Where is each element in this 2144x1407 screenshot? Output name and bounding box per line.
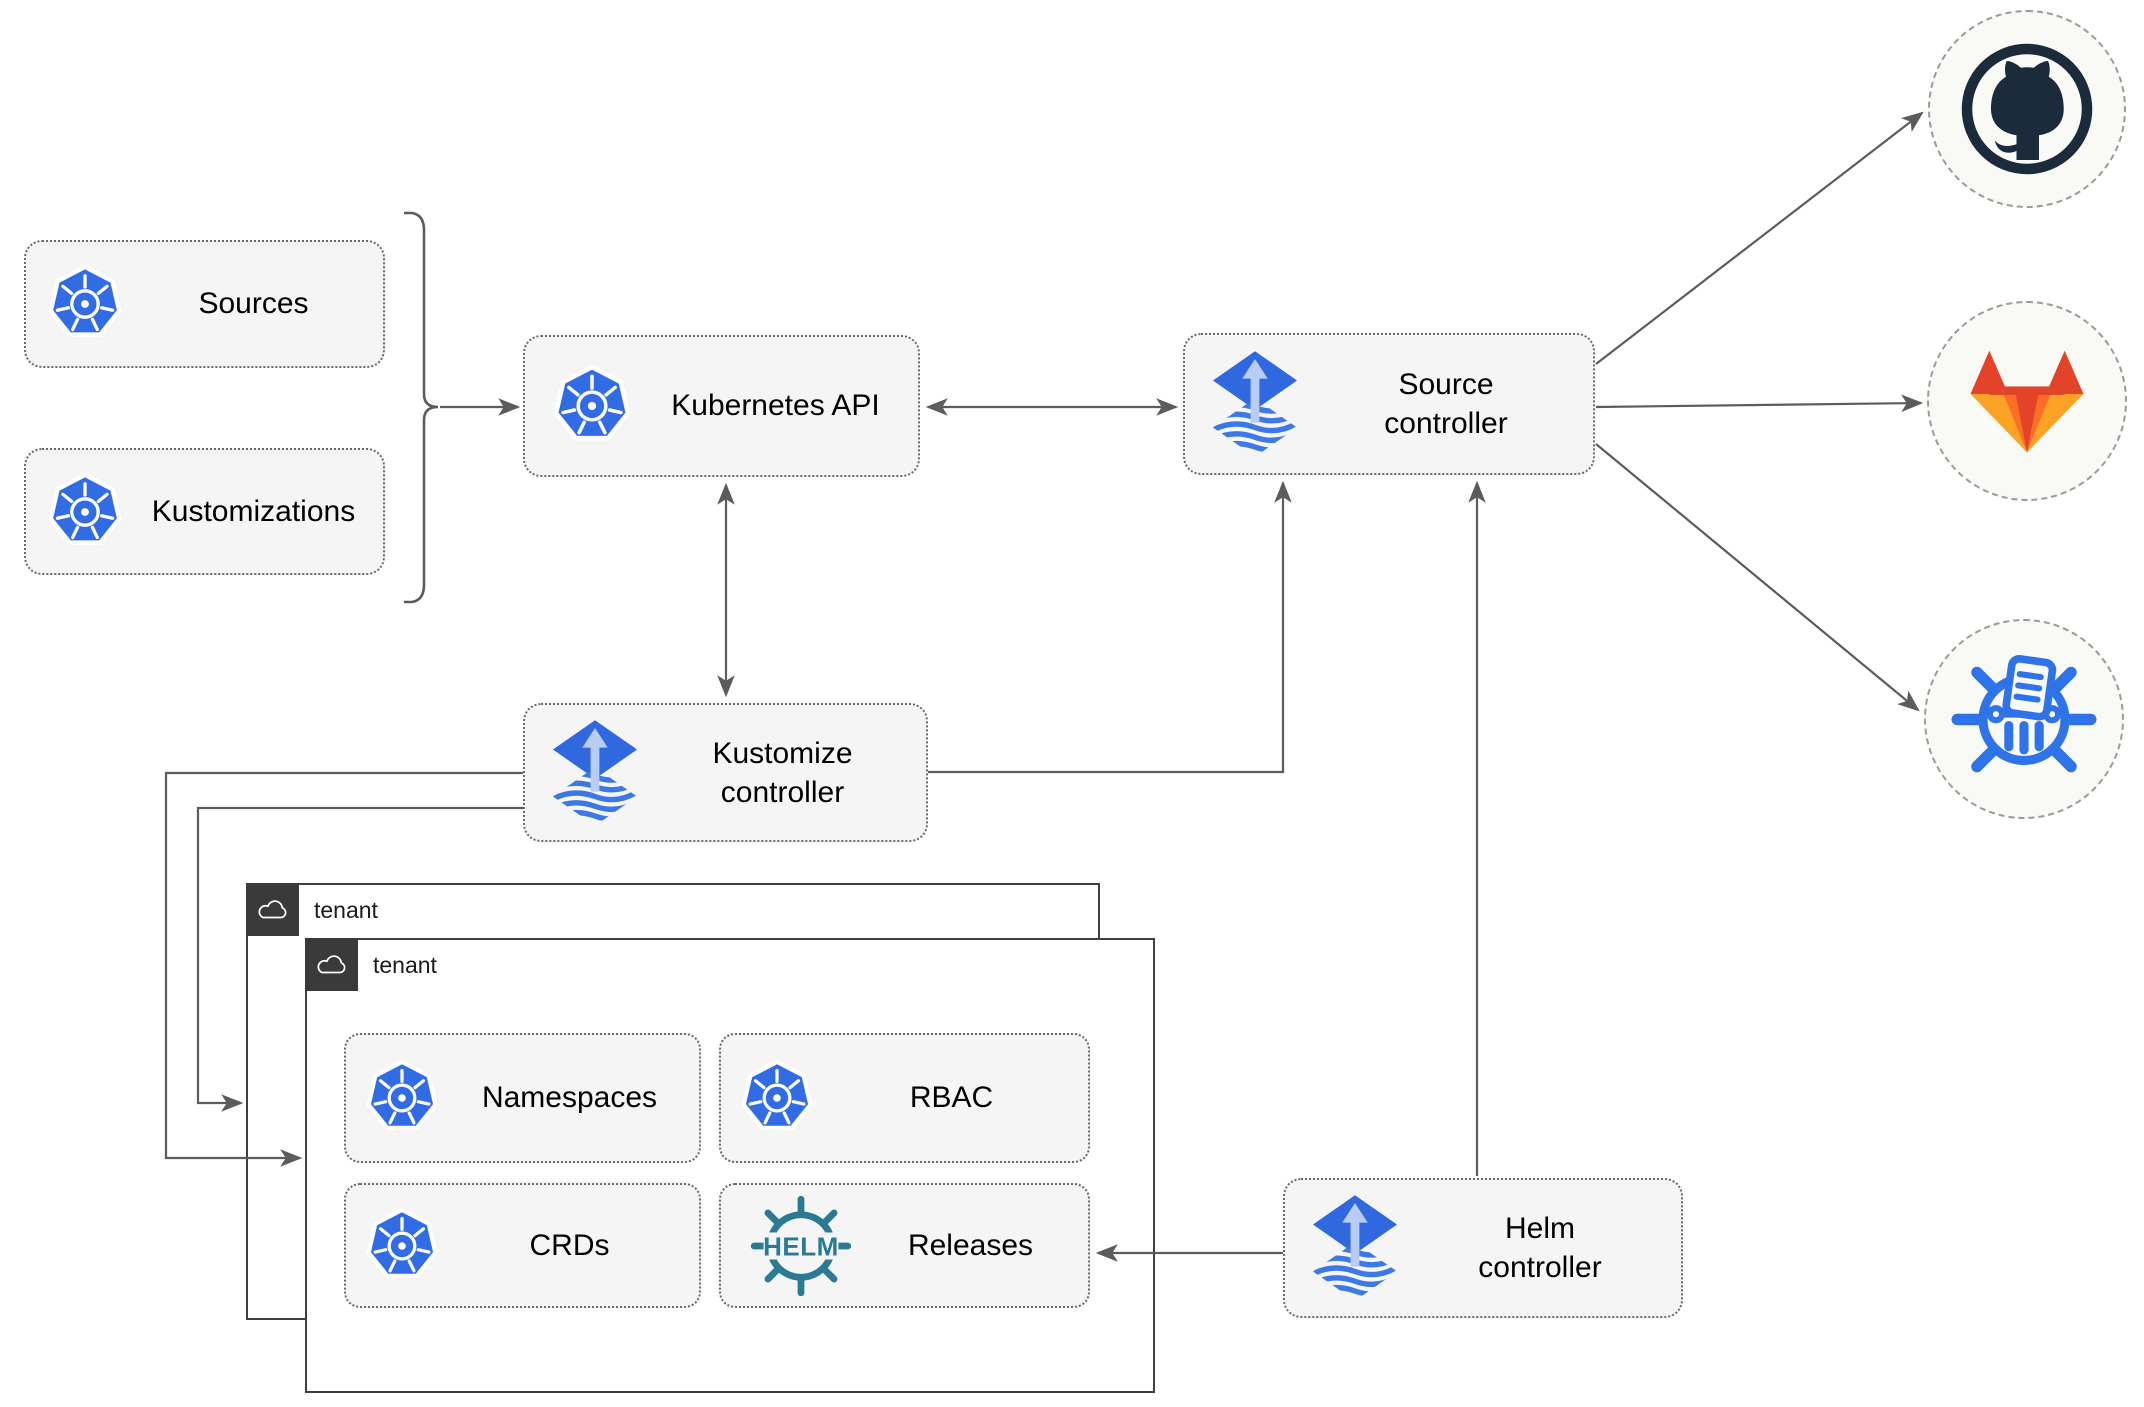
edge-source-to-helm-repo: [1595, 443, 1920, 712]
helm-icon: HELM: [750, 1195, 852, 1296]
flux-icon: [551, 718, 639, 828]
node-label: Source controller: [1384, 368, 1508, 440]
node-label: Releases: [907, 1228, 1034, 1262]
brace: [404, 211, 439, 604]
github-icon: [1952, 34, 2102, 184]
flux-icon: [1211, 349, 1299, 459]
tenant-header: [304, 937, 358, 991]
sources-node: Sources: [24, 240, 385, 368]
flux-icon: [1311, 1193, 1399, 1303]
edge-source-to-gitlab: [1595, 394, 1924, 413]
helm-repository-circle: [1924, 619, 2124, 819]
cloud-icon: [255, 897, 289, 922]
kubernetes-icon: [739, 1059, 815, 1137]
edge-source-to-github: [1595, 111, 1924, 365]
tenant-label: tenant: [314, 896, 378, 923]
github-repository-circle: [1928, 10, 2126, 208]
tenant-label: tenant: [373, 951, 437, 978]
node-label: Helm controller: [1478, 1212, 1602, 1284]
kubernetes-icon: [364, 1059, 440, 1137]
node-label: CRDs: [529, 1228, 610, 1262]
kubernetes-icon: [46, 264, 124, 344]
kubernetes-icon: [551, 364, 633, 448]
node-label: Namespaces: [481, 1081, 658, 1114]
source-controller-node: Source controller: [1183, 333, 1595, 475]
kustomize-controller-node: Kustomize controller: [523, 703, 928, 842]
kubernetes-api-node: Kubernetes API: [523, 335, 920, 477]
node-label: Sources: [198, 287, 309, 320]
gitlab-icon: [1961, 345, 2093, 458]
edge-kustomize-to-source: [928, 480, 1292, 774]
kustomizations-node: Kustomizations: [24, 448, 385, 575]
namespaces-node: Namespaces: [344, 1033, 701, 1163]
node-label: Kubernetes API: [671, 389, 880, 422]
tenant-box-front: tenant: [304, 937, 1155, 1393]
node-label: Kustomizations: [151, 494, 356, 528]
crds-node: CRDs: [344, 1183, 701, 1308]
chartmuseum-icon: [1948, 636, 2100, 803]
node-label: RBAC: [909, 1081, 994, 1114]
kubernetes-icon: [364, 1207, 440, 1285]
tenant-header: [245, 882, 299, 936]
cloud-icon: [314, 952, 348, 977]
helm-wordmark: HELM: [763, 1231, 839, 1261]
rbac-node: RBAC: [719, 1033, 1090, 1163]
helm-controller-node: Helm controller: [1283, 1178, 1683, 1318]
gitlab-repository-circle: [1927, 301, 2127, 501]
node-label: Kustomize controller: [712, 736, 853, 809]
kubernetes-icon: [46, 472, 124, 552]
releases-node: HELM Releases: [719, 1183, 1090, 1308]
